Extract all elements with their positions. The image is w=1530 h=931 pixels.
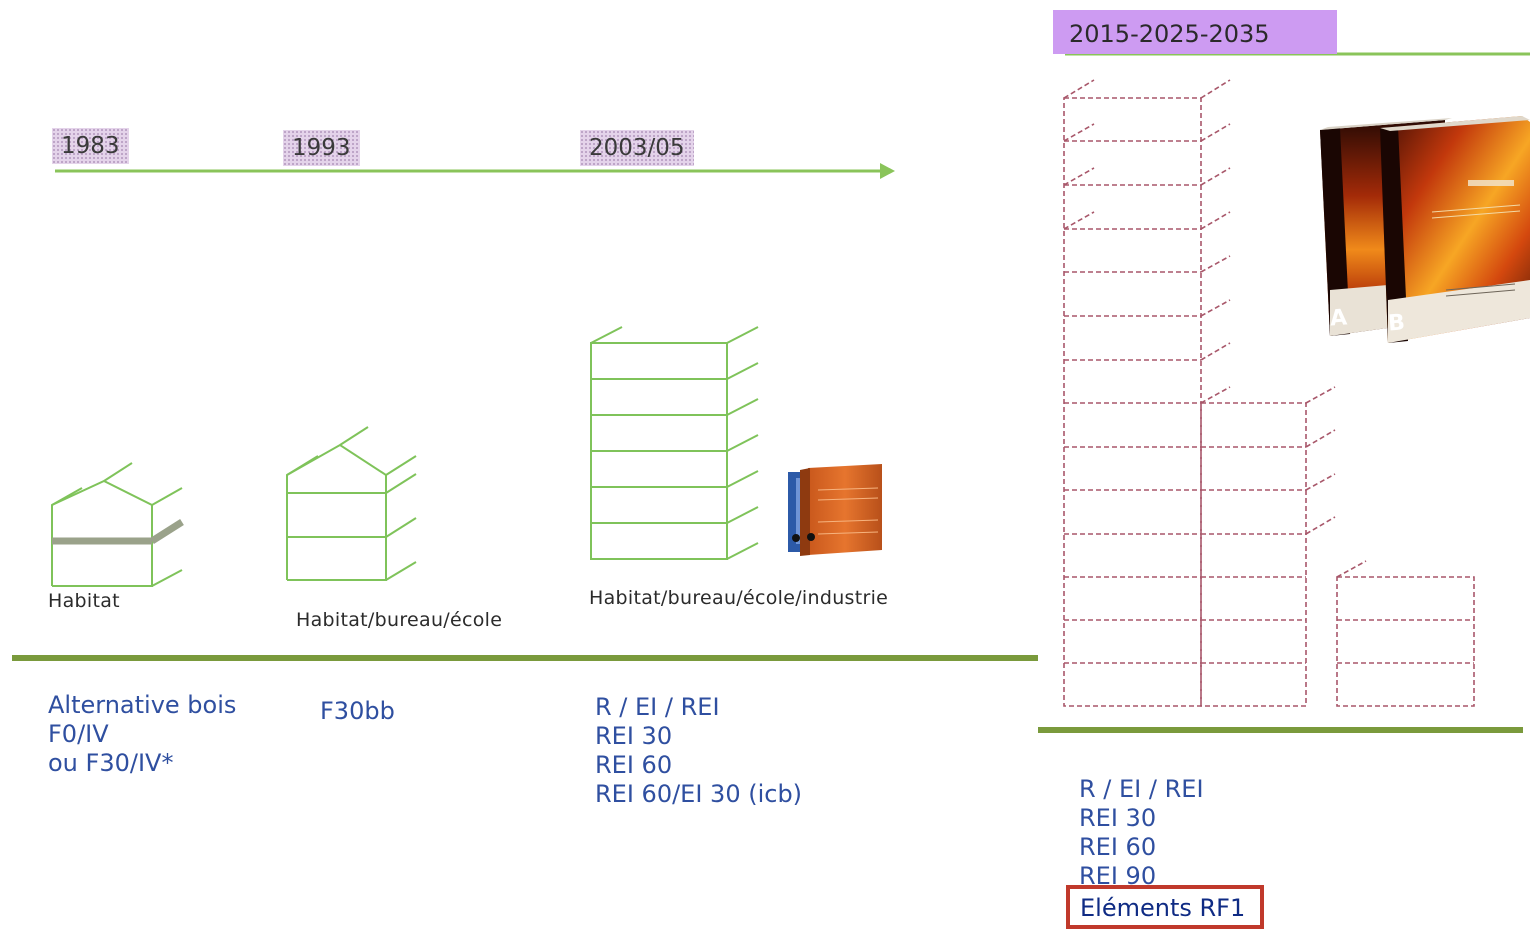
requirement-line: REI 30 (595, 722, 673, 750)
requirement-line: F0/IV (48, 720, 109, 748)
requirements-2003: R / EI / REI REI 30 REI 60 REI 60/EI 30 … (595, 693, 802, 809)
caption-2003: Habitat/bureau/école/industrie (589, 587, 889, 609)
binders-2003-image (788, 464, 882, 556)
year-badge-2003-05: 2003/05 (580, 130, 694, 166)
requirement-line: REI 30 (1079, 804, 1157, 832)
requirement-line: Alternative bois (48, 691, 237, 719)
requirements-1993: F30bb (320, 697, 395, 726)
timeline-arrow (55, 163, 895, 179)
fire-binders-image: A B (1320, 116, 1530, 343)
building-2003-icon (590, 326, 759, 560)
building-2015-dashed-icon (1063, 79, 1475, 707)
requirement-line: REI 60 (1079, 833, 1157, 861)
requirements-1983: Alternative bois F0/IV ou F30/IV* (48, 691, 236, 778)
requirements-2015: R / EI / REI REI 30 REI 60 REI 90 (1079, 775, 1204, 891)
requirement-line: R / EI / REI (595, 693, 720, 721)
year-badge-1993: 1993 (283, 130, 360, 166)
caption-1983: Habitat (48, 590, 120, 612)
requirement-line: R / EI / REI (1079, 775, 1204, 803)
requirement-line: ou F30/IV* (48, 749, 174, 777)
binder-a-letter: A (1329, 305, 1348, 331)
building-1983-icon (51, 462, 184, 587)
period-badge: 2015-2025-2035 (1053, 10, 1337, 54)
requirement-line: REI 60/EI 30 (icb) (595, 780, 803, 808)
caption-1993: Habitat/bureau/école (296, 609, 503, 631)
requirement-line: REI 60 (595, 751, 673, 779)
binder-b-letter: B (1387, 310, 1405, 336)
highlight-elements-rf1: Eléments RF1 (1066, 885, 1264, 929)
requirement-line: F30bb (320, 697, 395, 725)
building-1993-icon (286, 426, 417, 581)
year-badge-1983: 1983 (52, 128, 129, 164)
